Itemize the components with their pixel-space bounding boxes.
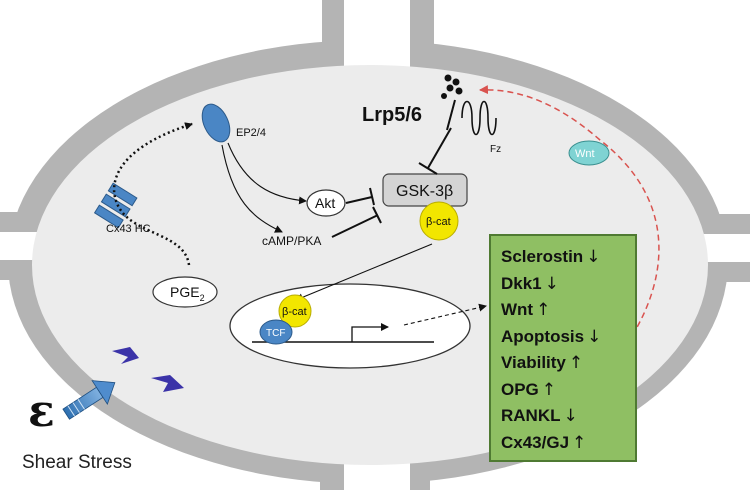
lrp-coreceptor	[446, 99, 456, 131]
beta-cat-label-2: β-cat	[282, 306, 307, 318]
akt-node	[306, 189, 346, 217]
lrp5-6-label: Lrp5/6	[362, 104, 423, 126]
effect-direction-icon: ↓	[563, 406, 578, 426]
effect-name: Dkk1	[501, 273, 542, 293]
ep-to-camp-arrow	[221, 144, 283, 233]
beta-catenin-cytoplasm	[419, 201, 459, 241]
wnt-secreted-label: Wnt	[575, 148, 595, 160]
camp-inhibits-gsk	[331, 206, 382, 238]
tcf-node	[259, 319, 293, 345]
camp-pka-label: cAMP/PKA	[262, 234, 321, 248]
ep2-4-receptor	[201, 103, 231, 143]
ep-to-akt-arrow	[227, 142, 307, 205]
wnt-feedback-arrow	[479, 85, 660, 353]
effect-direction-icon: ↑	[572, 432, 587, 453]
gsk3b-label: GSK-3β	[396, 183, 453, 200]
effect-row: OPG↑	[501, 377, 629, 404]
gsk3b-node	[382, 173, 468, 207]
beta-cat-nuclear-translocation-arrow	[295, 243, 433, 302]
effect-row: Cx43/GJ↑	[501, 430, 629, 457]
transcription-start-arrow	[351, 323, 389, 342]
downstream-effects-box: Sclerostin↓Dkk1↓Wnt↑Apoptosis↓Viability↑…	[489, 234, 637, 462]
gene-expression-arrow	[403, 303, 487, 326]
shear-stress-arrow	[62, 380, 116, 420]
effect-row: Sclerostin↓	[501, 244, 629, 271]
effect-name: Sclerostin	[501, 247, 584, 266]
wnt-secreted	[568, 140, 610, 166]
effect-name: Apoptosis	[501, 326, 585, 346]
effect-row: Dkk1↓	[501, 271, 629, 298]
strain-symbol: ε	[28, 386, 55, 437]
shear-stress-label: Shear Stress	[22, 452, 132, 473]
akt-inhibits-gsk	[345, 187, 375, 206]
effect-direction-icon: ↑	[541, 379, 557, 400]
akt-label: Akt	[315, 195, 335, 211]
effect-name: Wnt	[501, 300, 534, 319]
effect-row: Wnt↑	[501, 297, 629, 324]
fz-label: Fz	[490, 144, 501, 155]
wnt-ligand-dots	[441, 74, 463, 99]
effect-name: OPG	[501, 379, 539, 399]
cx43-hemichannel	[93, 182, 138, 229]
fluid-flow-chevron-1	[112, 347, 139, 364]
effect-direction-icon: ↑	[536, 300, 551, 320]
effect-name: RANKL	[501, 406, 561, 425]
effect-row: RANKL↓	[501, 403, 629, 430]
effect-name: Viability	[501, 353, 566, 372]
tcf-label: TCF	[266, 328, 285, 339]
fluid-flow-chevron-2	[151, 375, 184, 392]
beta-catenin-nuclear	[278, 294, 312, 328]
effect-direction-icon: ↓	[586, 247, 601, 267]
effect-row: Viability↑	[501, 350, 629, 377]
effect-direction-icon: ↓	[587, 326, 602, 347]
beta-cat-label-1: β-cat	[426, 216, 451, 228]
ep-label: EP2/4	[236, 127, 266, 139]
effect-name: Cx43/GJ	[501, 432, 570, 452]
pge2-label: PGE2	[170, 284, 205, 303]
lrp-inhibits-gsk	[418, 127, 452, 175]
effect-direction-icon: ↑	[568, 353, 584, 373]
effect-direction-icon: ↓	[544, 273, 559, 294]
effect-row: Apoptosis↓	[501, 324, 629, 351]
pge2-node	[152, 276, 218, 308]
frizzled-receptor	[461, 100, 497, 136]
